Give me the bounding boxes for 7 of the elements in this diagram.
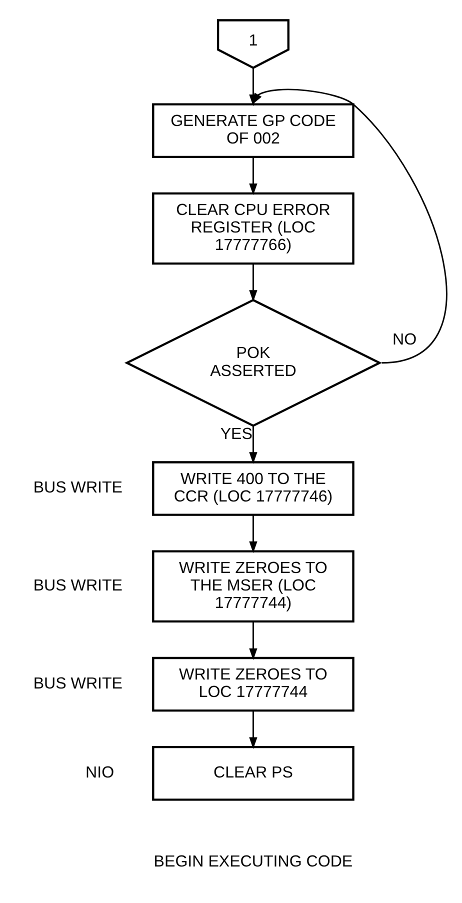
node-label: BEGIN EXECUTING CODE <box>153 852 352 870</box>
edge-label: YES <box>220 424 252 443</box>
node-label: BUS WRITE <box>32 576 122 594</box>
node-label: BUS WRITE <box>32 478 122 496</box>
edge-label: NO <box>392 330 416 348</box>
node-label: BUS WRITE <box>32 674 122 692</box>
node-label: NIO <box>85 762 114 781</box>
